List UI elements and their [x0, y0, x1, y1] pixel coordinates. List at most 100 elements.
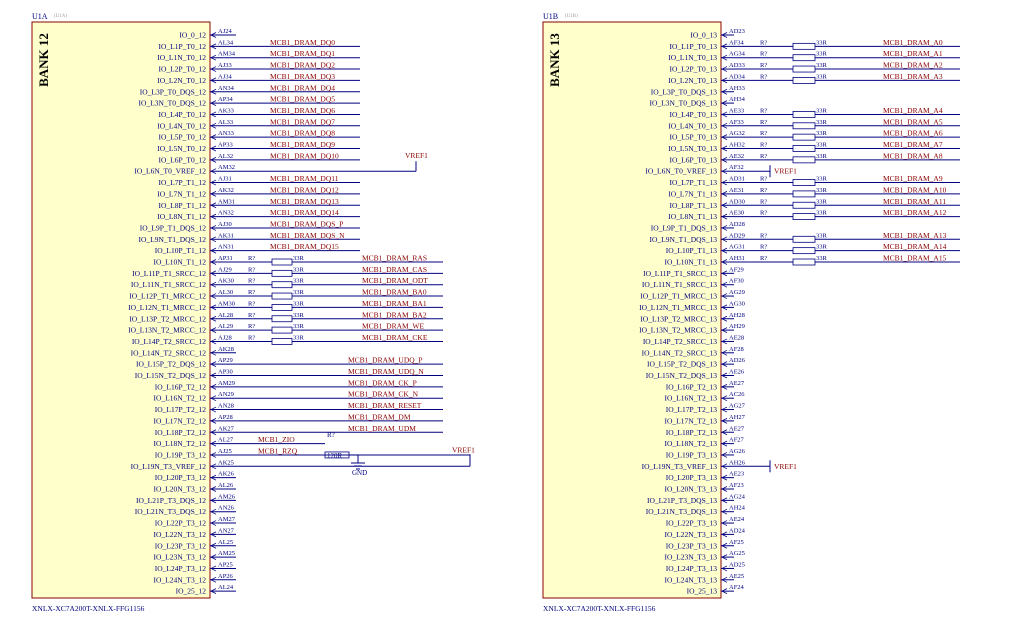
pin-ball: AH27 — [729, 414, 746, 421]
resistor-designator: R? — [248, 300, 255, 307]
pin-name: IO_L22N_T3_12 — [154, 530, 207, 539]
designator-u1a: U1A — [32, 12, 48, 21]
pin-name: IO_L1N_T0_12 — [157, 53, 206, 62]
pin-arrow — [721, 88, 728, 95]
resistor-value: 33R — [293, 312, 305, 319]
pin-arrow — [721, 191, 728, 197]
pin-ball: AE27 — [729, 380, 745, 387]
pin-arrow — [210, 588, 217, 595]
pin-arrow — [721, 440, 728, 447]
net-label: MCB1_DRAM_CKE — [362, 333, 428, 342]
pin-name: IO_L22N_T3_13 — [665, 530, 718, 539]
pin-name: IO_L20N_T3_13 — [665, 485, 718, 494]
pin-arrow — [210, 304, 217, 311]
pin-ball: AE33 — [729, 107, 744, 114]
pin-ball: AF23 — [729, 482, 744, 489]
net-label: MCB1_DRAM_DQ14 — [270, 208, 339, 217]
resistor-value: 33R — [816, 244, 828, 251]
pin-name: IO_L15N_T2_DQS_13 — [646, 371, 717, 380]
pin-arrow — [210, 270, 217, 277]
pin-ball: AM27 — [218, 516, 236, 523]
pin-ball: AE31 — [729, 187, 744, 194]
pin-arrow — [721, 395, 728, 402]
pin-name: IO_L15P_T2_DQS_12 — [136, 360, 206, 369]
pin-ball: AK28 — [218, 346, 234, 353]
pin-ball: AE24 — [729, 516, 745, 523]
net-label: MCB1_DRAM_DQ11 — [270, 174, 339, 183]
pin-name: IO_L20P_T3_13 — [666, 473, 717, 482]
pin-ball: AF28 — [729, 346, 744, 353]
pin-arrow — [721, 315, 728, 322]
resistor-value: 33R — [293, 266, 305, 273]
pin-arrow — [721, 54, 728, 61]
pin-ball: AP30 — [218, 369, 233, 376]
pin-arrow — [210, 168, 217, 175]
pin-ball: AP31 — [218, 255, 233, 262]
pin-name: IO_L7P_T1_13 — [670, 178, 718, 187]
pin-name: IO_L12P_T1_MRCC_13 — [640, 292, 717, 301]
net-label: MCB1_DRAM_BA1 — [362, 299, 427, 308]
bank-13-symbol[interactable]: U1B (U1B) BANK 13 XNLX-XC7A200T-XNLX-FFG… — [542, 12, 722, 613]
pin-name: IO_L23P_T3_13 — [666, 541, 717, 550]
pin-arrow — [721, 111, 728, 118]
pin-arrow — [721, 429, 728, 436]
net-label: MCB1_DRAM_CK_P — [348, 378, 417, 387]
net-label: MCB1_DRAM_A3 — [883, 72, 943, 81]
resistor-designator: R? — [760, 130, 767, 137]
pin-ball: AE23 — [729, 471, 744, 478]
resistor-value: 33R — [293, 278, 305, 285]
pin-name: IO_L17N_T2_13 — [665, 416, 718, 425]
pin-arrow — [721, 156, 728, 163]
net-label: MCB1_DRAM_A6 — [883, 129, 943, 138]
pin-name: IO_25_12 — [176, 587, 207, 596]
pin-ball: AK31 — [218, 232, 234, 239]
bank-12-symbol[interactable]: U1A (U1A) BANK 12 XNLX-XC7A200T-XNLX-FFG… — [31, 12, 211, 613]
pin-name: IO_L22P_T3_13 — [666, 519, 717, 528]
pin-ball: AF30 — [729, 278, 744, 285]
pin-name: IO_0_12 — [179, 31, 206, 40]
pin-name: IO_L24P_T3_13 — [666, 564, 717, 573]
pin-name: IO_L2P_T0_13 — [670, 65, 718, 74]
net-label: MCB1_DRAM_BA0 — [362, 288, 427, 297]
resistor-designator: R? — [760, 232, 767, 239]
pin-name: IO_L3P_T0_DQS_12 — [140, 87, 207, 96]
pin-ball: AH32 — [729, 142, 745, 149]
pin-ball: AM34 — [218, 51, 236, 58]
pin-name: IO_L20N_T3_12 — [154, 485, 207, 494]
pin-arrow — [721, 77, 728, 84]
pin-name: IO_L18P_T2_13 — [666, 428, 717, 437]
pin-name: IO_L3P_T0_DQS_13 — [651, 87, 718, 96]
pin-name: IO_L15P_T2_DQS_13 — [647, 360, 717, 369]
pin-arrow — [210, 293, 217, 299]
net-label: MCB1_DRAM_WE — [362, 322, 425, 331]
pin-arrow — [721, 145, 728, 152]
pin-name: IO_L17N_T2_12 — [154, 416, 207, 425]
pin-name: IO_L23N_T3_13 — [665, 553, 718, 562]
pin-arrow — [210, 576, 217, 583]
pin-arrow — [721, 452, 728, 458]
pin-name: IO_L5P_T0_12 — [159, 133, 207, 142]
bank-13-label: BANK 13 — [547, 33, 562, 87]
part-number-u1a: XNLX-XC7A200T-XNLX-FFG1156 — [32, 604, 145, 613]
resistor-designator: R? — [248, 266, 255, 273]
pin-arrow — [210, 531, 217, 538]
pin-arrow — [721, 327, 728, 333]
resistor-value: 33R — [816, 255, 828, 262]
pin-arrow — [721, 281, 728, 288]
pin-arrow — [210, 395, 217, 402]
resistor-designator: R? — [248, 323, 255, 330]
pin-name: IO_L20P_T3_12 — [155, 473, 206, 482]
pin-arrow — [721, 418, 728, 424]
pin-name: IO_L12N_T1_MRCC_12 — [128, 303, 206, 312]
pin-name: IO_L4P_T0_13 — [670, 110, 718, 119]
pin-name: IO_L12P_T1_MRCC_12 — [129, 292, 206, 301]
pin-ball: AH34 — [729, 96, 746, 103]
resistor-designator: R? — [760, 176, 767, 183]
pin-arrow — [721, 486, 728, 492]
pin-arrow — [721, 497, 728, 504]
resistor-designator: R? — [760, 244, 767, 251]
pin-name: IO_L10P_T1_12 — [155, 246, 206, 255]
pin-name: IO_L3N_T0_DQS_12 — [139, 99, 207, 108]
pin-arrow — [210, 32, 217, 38]
pin-ball: AC26 — [729, 391, 745, 398]
